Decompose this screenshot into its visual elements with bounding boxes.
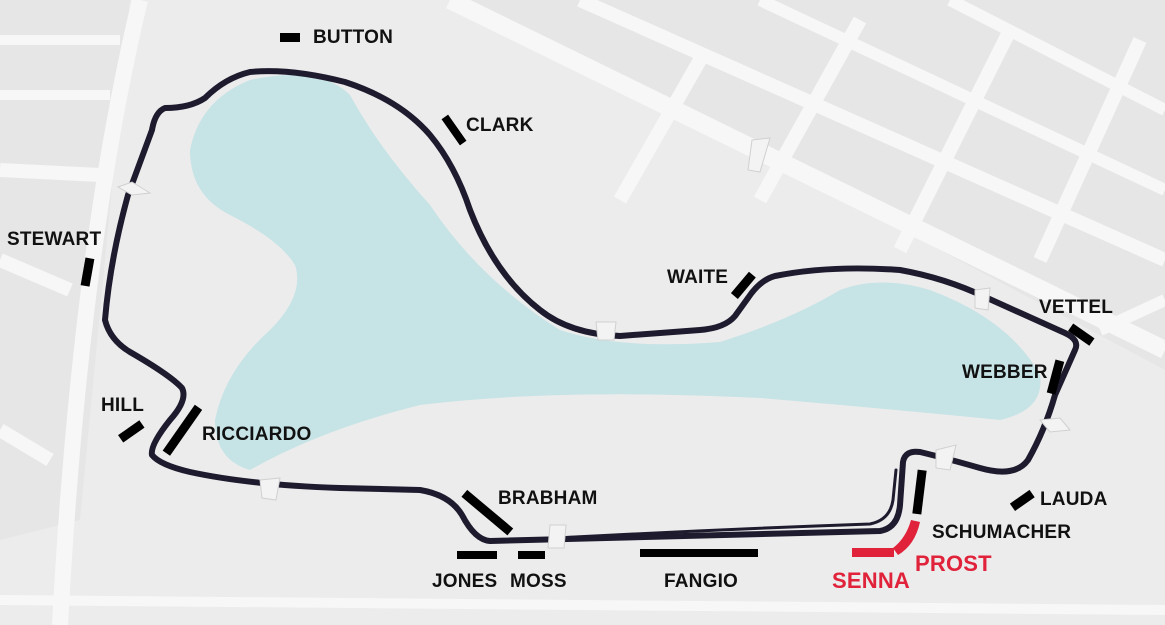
marker-ricciardo (162, 404, 203, 456)
label-brabham: BRABHAM (498, 488, 598, 509)
label-jones: JONES (432, 571, 497, 592)
marker-fangio (640, 549, 758, 557)
lake (190, 75, 1041, 470)
marker-stewart (80, 257, 95, 287)
label-waite: WAITE (667, 267, 728, 288)
label-schumacher: SCHUMACHER (932, 522, 1071, 543)
marker-lauda (1009, 489, 1035, 511)
marker-jones (457, 551, 497, 559)
label-fangio: FANGIO (664, 571, 738, 592)
corner-labels: BUTTON CLARK STEWART WAITE VETTEL WEBBER… (7, 27, 1113, 593)
label-vettel: VETTEL (1039, 297, 1113, 318)
marker-waite (730, 271, 756, 299)
corner-markers (80, 33, 1095, 559)
label-lauda: LAUDA (1040, 489, 1108, 510)
marker-brabham (461, 489, 514, 536)
marker-prost (893, 520, 920, 555)
label-ricciardo: RICCIARDO (202, 424, 311, 445)
bridges (116, 137, 1071, 549)
label-button: BUTTON (313, 27, 393, 48)
marker-hill (118, 420, 145, 443)
label-senna: SENNA (832, 568, 910, 593)
marker-schumacher (912, 469, 927, 515)
label-clark: CLARK (466, 115, 534, 136)
marker-button (280, 33, 300, 42)
label-moss: MOSS (510, 571, 567, 592)
pit-lane (518, 468, 898, 542)
marker-vettel (1068, 323, 1095, 346)
marker-clark (441, 114, 467, 146)
race-track (102, 68, 1080, 544)
label-prost: PROST (915, 551, 992, 576)
marker-moss (518, 551, 545, 559)
marker-senna (852, 548, 894, 557)
label-hill: HILL (101, 395, 144, 416)
label-webber: WEBBER (962, 362, 1048, 383)
label-stewart: STEWART (7, 229, 101, 250)
marker-webber (1046, 359, 1065, 395)
